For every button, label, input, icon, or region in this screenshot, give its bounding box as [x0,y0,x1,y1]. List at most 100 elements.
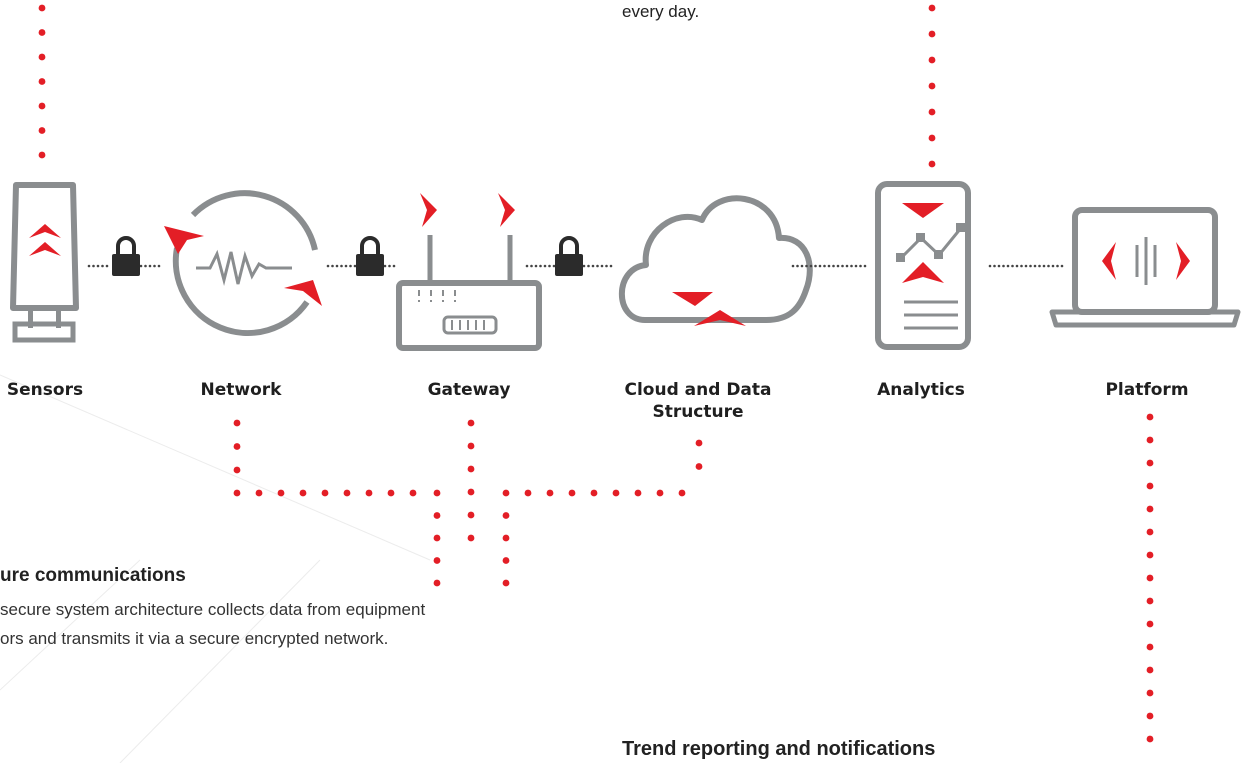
dot [1146,459,1154,467]
node-links [87,264,1064,268]
dot [1051,264,1055,268]
dot [587,264,590,268]
dot [502,512,510,519]
secure-communications-body-line2: ors and transmits it via a secure encryp… [0,629,389,648]
dot [568,489,576,497]
dot [467,488,475,496]
dot [502,557,510,564]
dot [233,443,241,450]
dot [1146,735,1154,743]
dot [1146,666,1154,674]
dot [344,264,348,268]
dot [552,264,556,268]
dot [928,160,936,168]
dot [695,463,703,470]
dot [850,264,853,268]
dot [1146,528,1154,536]
dot [525,264,529,268]
dot [153,264,156,268]
dot [349,264,352,268]
dot [548,264,551,268]
dot [1146,574,1154,582]
node-label-platform: Platform [1105,380,1189,400]
dot [433,579,441,587]
dot [928,30,936,38]
dot [1042,264,1046,268]
dot [539,264,542,268]
dot [1146,413,1154,421]
dot [928,56,936,64]
dot [634,489,642,497]
dot [38,29,46,36]
dot [1002,264,1005,268]
dot [383,264,387,268]
dot [1029,264,1032,268]
dot [836,264,840,268]
background-lines [0,374,431,763]
dot [1033,264,1037,268]
dot [809,264,813,268]
dot [841,264,844,268]
dot [1146,643,1154,651]
dot [845,264,849,268]
dot [600,264,604,268]
secure-communications-body-line1: secure system architecture collects data… [0,600,426,619]
dot [591,264,595,268]
dot [343,489,351,497]
network-waveform-icon [164,190,322,336]
dot [433,489,441,497]
dot [656,489,664,497]
dot [1047,264,1050,268]
dot [546,489,554,497]
dot [859,264,862,268]
lock-icon [112,236,140,276]
dot [814,264,817,268]
dot [433,512,441,519]
dot [997,264,1001,268]
dot [1011,264,1014,268]
dot [409,489,417,497]
dot [1146,712,1154,720]
dot [331,264,334,268]
dot [596,264,599,268]
node-label-analytics: Analytics [877,380,965,400]
dot [467,442,475,450]
dot [502,579,510,587]
dot [1146,620,1154,628]
dot [139,264,143,268]
node-label-network: Network [200,380,282,400]
dot [467,534,475,542]
dot [387,489,395,497]
dot [353,264,357,268]
dot [38,4,46,12]
dot [433,557,441,564]
dot [392,264,396,268]
dot [148,264,152,268]
dotted-flow-lines [38,4,1154,743]
dot [105,264,109,268]
dot [467,465,475,473]
dot [87,264,91,268]
dot [233,419,241,427]
dot [818,264,822,268]
dot [388,264,391,268]
dot [612,489,620,497]
dot [38,78,46,85]
dot [863,264,867,268]
router-icon [396,193,542,351]
dot [524,489,532,497]
dot [928,108,936,116]
dot [38,102,46,110]
dot [326,264,330,268]
dot [467,419,475,427]
node-label-gateway: Gateway [427,380,511,400]
dot [96,264,100,268]
dot [805,264,808,268]
sensor-icon [10,182,79,343]
dot [1015,264,1019,268]
dot [530,264,533,268]
dot [827,264,831,268]
dot [823,264,826,268]
dot [678,489,686,497]
